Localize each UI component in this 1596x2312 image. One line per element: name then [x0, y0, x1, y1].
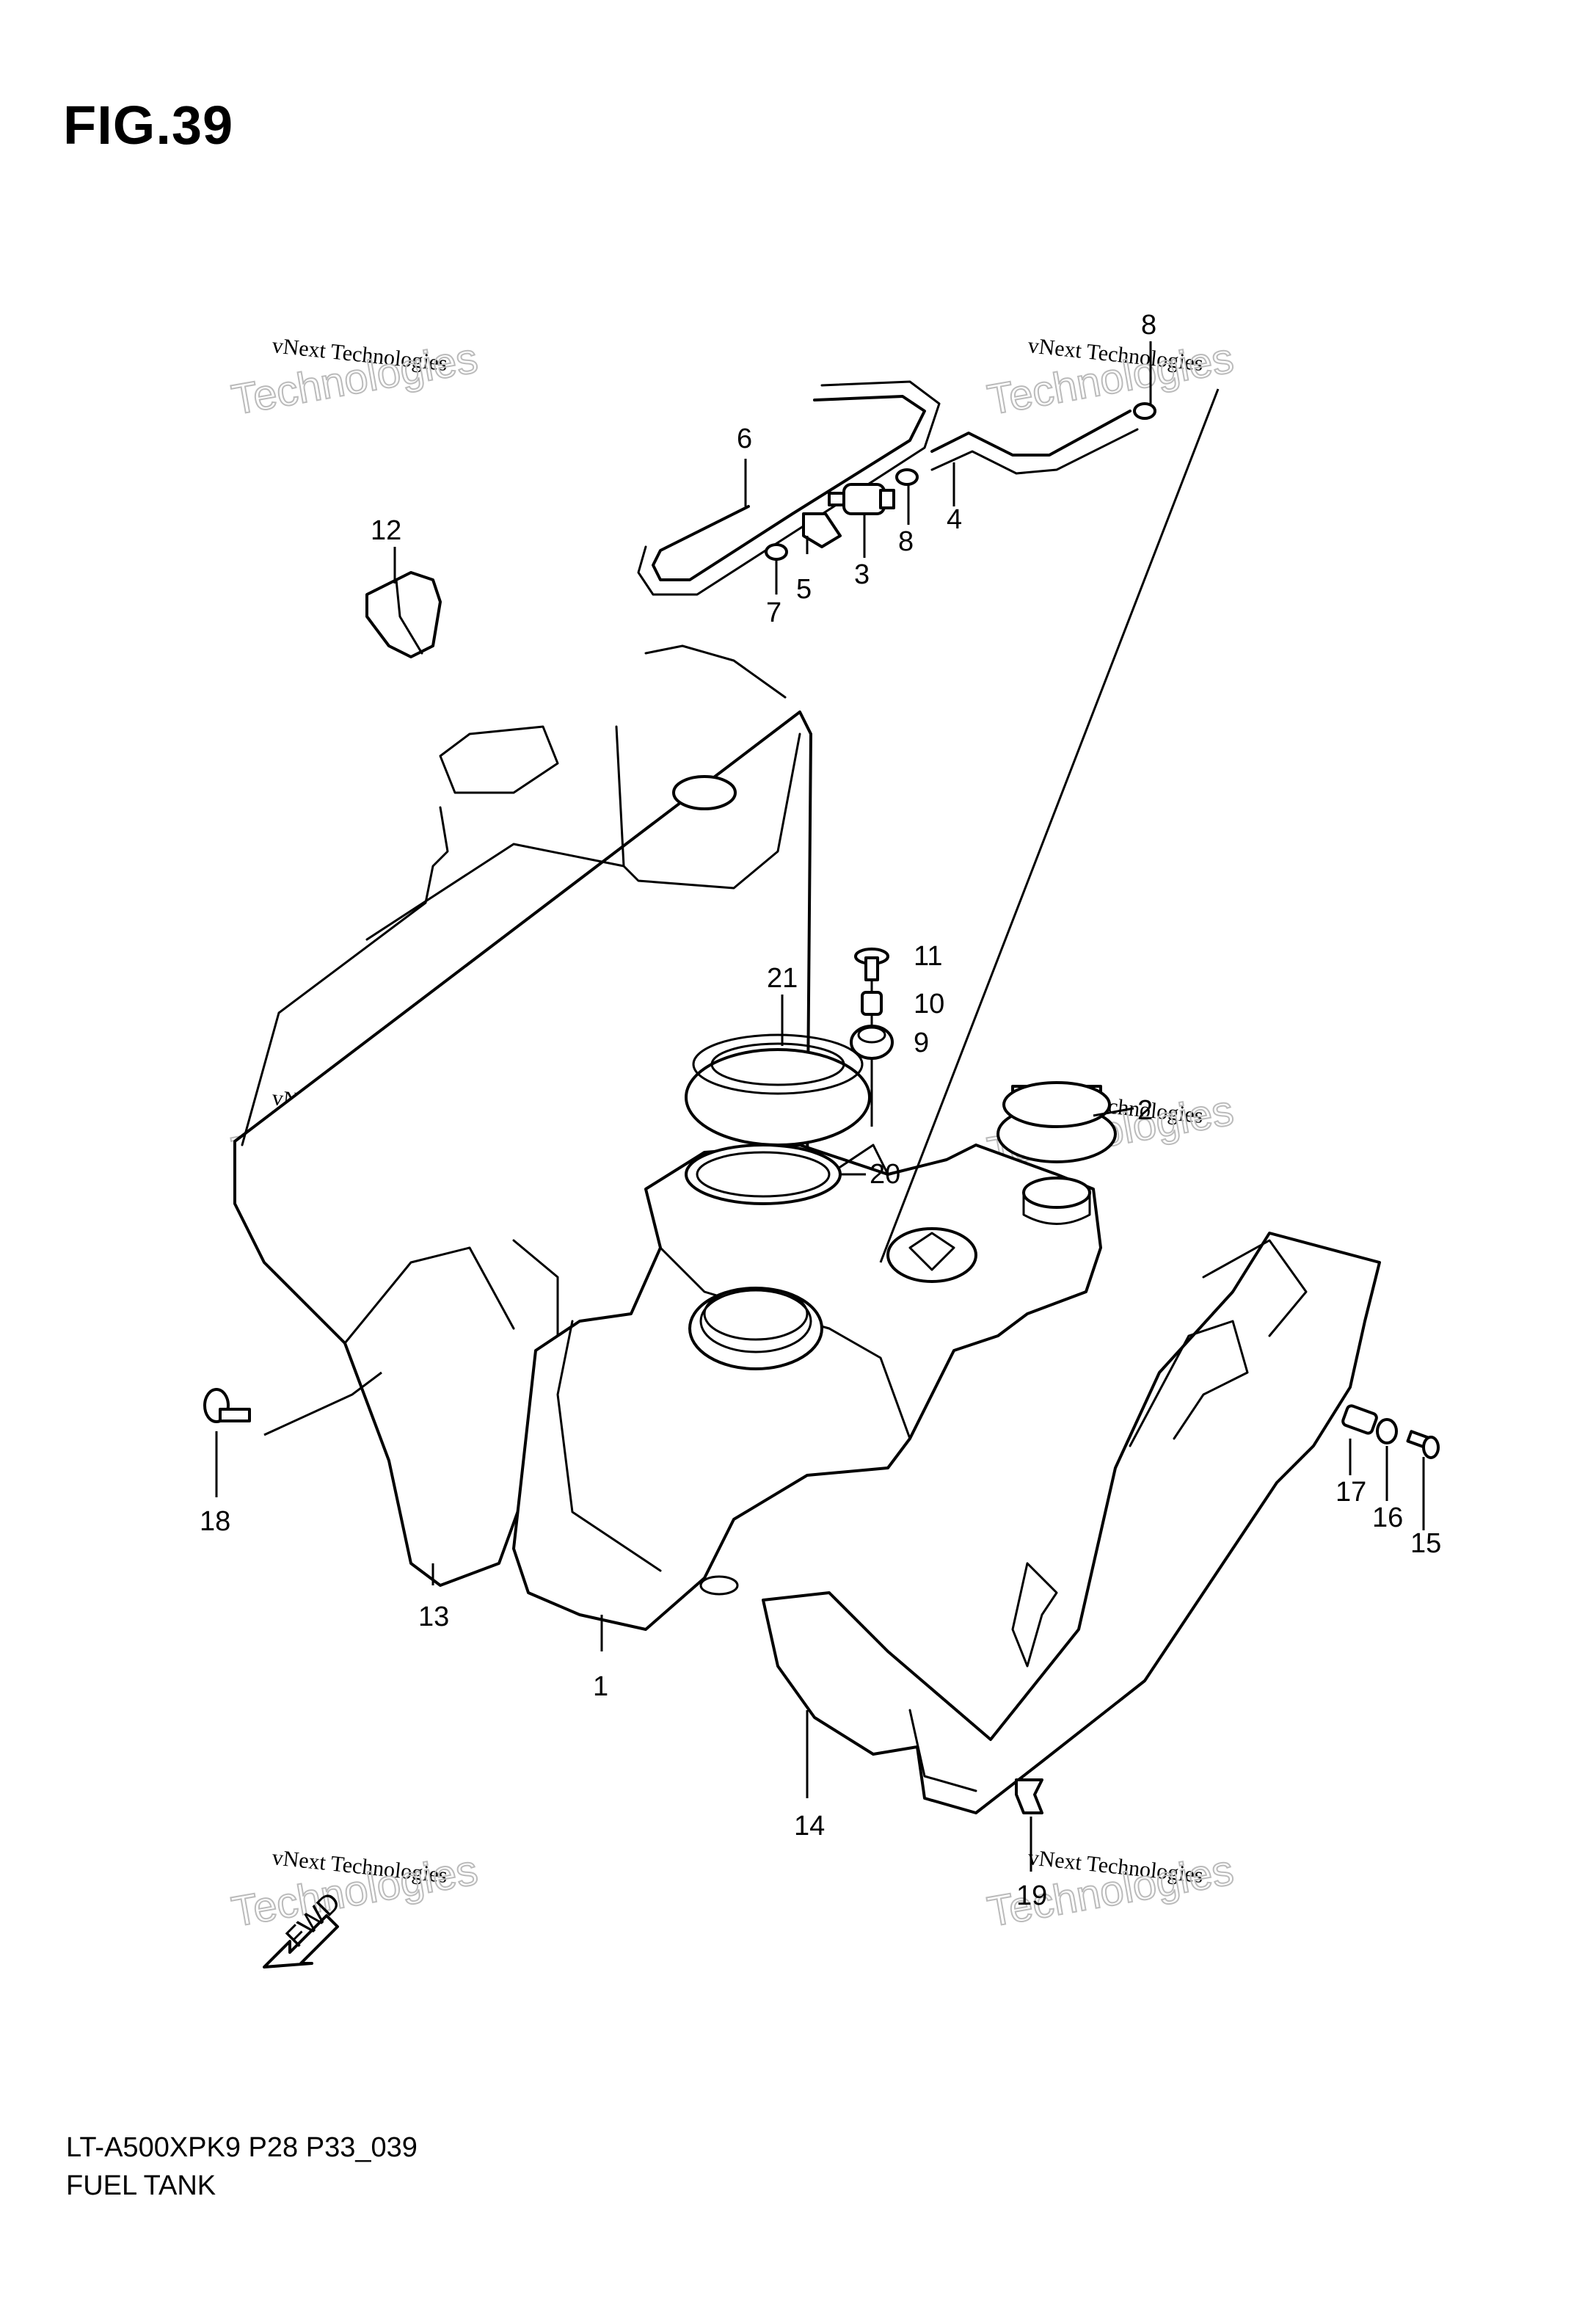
leader-lines: [215, 341, 1425, 1872]
callout-5: 5: [796, 574, 812, 605]
section-name: FUEL TANK: [66, 2170, 216, 2201]
callout-7: 7: [766, 597, 781, 628]
callout-21: 21: [767, 963, 798, 994]
part-8-clip-left: [895, 468, 919, 486]
part-1-fuel-tank: [512, 1144, 1102, 1631]
part-6-breather-hose: [637, 380, 941, 596]
callout-9: 9: [914, 1028, 929, 1058]
callout-15: 15: [1410, 1528, 1441, 1559]
part-21-ring-nut: [685, 1033, 871, 1146]
callout-20: 20: [870, 1159, 900, 1190]
part-13-side-frame-cover: [233, 644, 812, 1587]
figure-title: FIG.39: [63, 95, 234, 156]
part-7-clip: [765, 543, 788, 561]
callout-12: 12: [371, 515, 401, 546]
callout-16: 16: [1372, 1502, 1403, 1533]
part-8-clip-right: [1133, 402, 1156, 420]
callout-6: 6: [737, 423, 752, 454]
part-11-bolt: [854, 948, 889, 981]
callout-11: 11: [914, 941, 942, 972]
part-16-washer: [1376, 1418, 1398, 1444]
callout-1: 1: [593, 1671, 608, 1702]
watermark-top-right: vNext Technologies Technologies: [983, 333, 1238, 425]
part-19-clip: [1015, 1778, 1043, 1814]
callout-10: 10: [914, 989, 944, 1019]
part-2-fuel-cap: [996, 1081, 1117, 1225]
watermark-top-left: vNext Technologies Technologies: [227, 333, 482, 425]
callout-2: 2: [1137, 1095, 1153, 1126]
callout-19: 19: [1016, 1880, 1047, 1911]
callout-8-right: 8: [1141, 310, 1156, 341]
part-5-clamp: [802, 512, 842, 548]
part-14-right-side-cover: [762, 1232, 1381, 1814]
watermark-bottom-left: vNext Technologies Technologies: [227, 1845, 482, 1937]
part-20-gasket: [685, 1144, 842, 1205]
part-4-hose: [930, 410, 1139, 475]
callout-18: 18: [200, 1506, 230, 1537]
callout-14: 14: [794, 1811, 825, 1842]
part-3-valve: [828, 483, 895, 515]
callout-4: 4: [947, 504, 962, 535]
callout-3: 3: [854, 559, 870, 590]
part-9-grommet: [850, 1025, 894, 1060]
model-code: LT-A500XPK9 P28 P33_039: [66, 2132, 418, 2163]
part-17-collar: [1341, 1404, 1378, 1435]
callout-labels: 1 2 3 4 5 6 7 8 8 9 10 11 12 13 14 15 16…: [200, 310, 1441, 1911]
part-12-bracket: [365, 571, 442, 658]
callout-13: 13: [418, 1602, 449, 1632]
callout-8-left: 8: [898, 526, 914, 557]
part-10-collar: [861, 991, 883, 1016]
callout-17: 17: [1336, 1477, 1366, 1508]
part-18-bolt: [203, 1388, 251, 1423]
part-15-bolt: [1406, 1430, 1440, 1459]
